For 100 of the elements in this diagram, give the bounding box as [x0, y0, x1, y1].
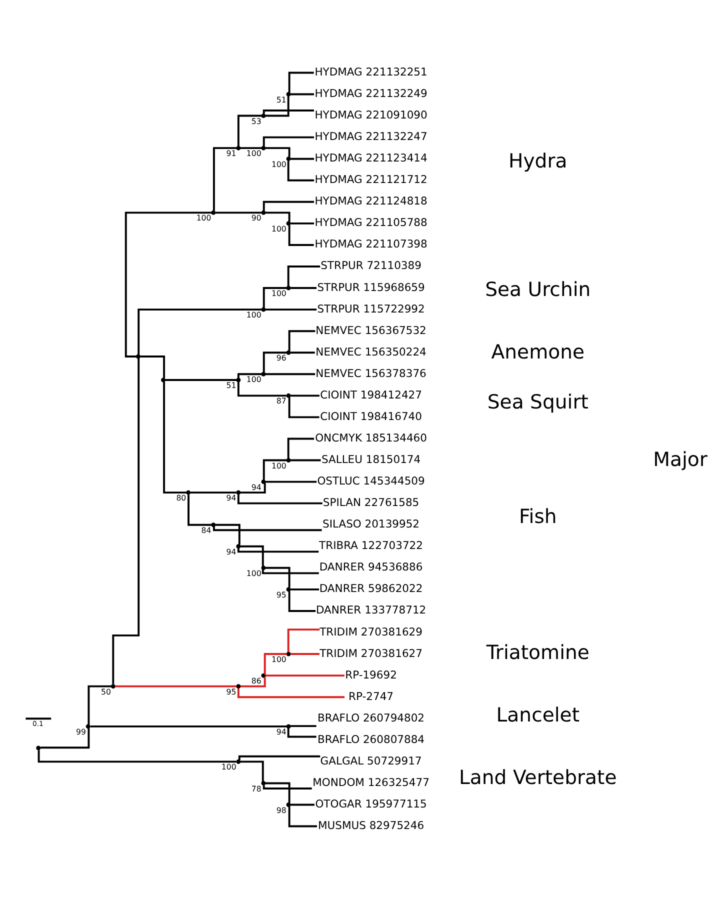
node-point	[261, 210, 266, 214]
node-point	[261, 479, 266, 484]
connector	[262, 286, 287, 308]
connector	[290, 394, 320, 396]
node-text: DANRER 59862022	[319, 582, 423, 595]
node-label: 100	[246, 310, 262, 320]
node-point	[261, 145, 266, 150]
node-label: 100	[221, 762, 236, 772]
node-point	[286, 92, 291, 96]
node-text: SALLEU 18150174	[321, 452, 421, 466]
node-text: HYDMAG 221123414	[314, 151, 428, 164]
node-point	[286, 802, 291, 806]
node-point	[261, 371, 266, 376]
connector	[240, 676, 266, 687]
node-point	[186, 490, 191, 494]
connector	[262, 136, 314, 146]
connector	[264, 652, 287, 674]
label: Triatomine	[486, 640, 590, 664]
connector	[262, 784, 312, 789]
node-point	[261, 306, 266, 312]
node-label: 100	[271, 159, 286, 168]
connector	[265, 308, 317, 310]
node-text: NEMVEC 156350224	[316, 344, 426, 358]
node-text: TRIBRA 122703722	[319, 538, 424, 552]
connector	[112, 358, 140, 684]
node-point	[236, 490, 241, 494]
connector	[290, 588, 320, 590]
connector	[240, 544, 264, 566]
node-label: 91	[226, 148, 236, 158]
node-text: HYDMAG 221132251	[314, 64, 428, 78]
node-text: STRPUR 115722992	[317, 302, 425, 315]
node-point	[261, 565, 266, 570]
connector	[215, 523, 240, 544]
connector	[38, 750, 236, 762]
node-label: 78	[251, 784, 262, 793]
node-text: DANRER 133778712	[316, 603, 426, 616]
connector	[237, 381, 286, 396]
connector	[240, 146, 262, 149]
node-text: MUSMUS 82975246	[318, 818, 424, 832]
node-text: NEMVEC 156367532	[316, 323, 426, 336]
connector	[265, 96, 290, 116]
node-label: 100	[271, 654, 286, 664]
node-label: 53	[251, 116, 262, 126]
node-text: OSTLUC 145344509	[317, 474, 425, 488]
node-label: 95	[276, 590, 286, 599]
node-point	[211, 210, 216, 214]
connector	[287, 160, 314, 181]
node-text: RP-2747	[348, 689, 394, 702]
node-text: HYDMAG 221132247	[314, 130, 428, 143]
node-label: 100	[271, 224, 286, 233]
node-label: 94	[226, 493, 236, 502]
node-label: 50	[101, 686, 111, 696]
node-text: CIOINT 198412427	[320, 388, 422, 401]
connector	[288, 330, 316, 350]
node-text: ONCMYK 185134460	[315, 430, 427, 444]
label: Sea Squirt	[487, 390, 588, 413]
node-point	[286, 350, 291, 354]
connector	[290, 803, 314, 806]
label: Hydra	[508, 149, 568, 172]
node-point	[236, 684, 241, 688]
node-point	[286, 458, 291, 462]
node-text: HYDMAG 221121712	[314, 172, 428, 186]
connector	[265, 372, 316, 375]
node-point	[86, 724, 90, 728]
node-label: 95	[226, 686, 236, 696]
node-text: HYDMAG 221091090	[314, 108, 428, 122]
node-label: 94	[276, 726, 286, 736]
node-point	[261, 113, 266, 118]
connector	[287, 437, 314, 458]
node-label: 100	[271, 288, 286, 298]
node-text: RP-19692	[345, 668, 397, 681]
connector	[90, 724, 287, 727]
connector	[140, 355, 166, 378]
connector	[212, 526, 322, 531]
node-point	[286, 392, 291, 398]
label: Fish	[518, 504, 557, 528]
node-label: 100	[246, 148, 262, 158]
node-text: OTOGAR 195977115	[315, 796, 427, 810]
connector	[138, 308, 262, 354]
node-text: TRIDIM 270381627	[320, 646, 422, 660]
node-point	[36, 745, 41, 750]
connector	[262, 351, 287, 372]
node-point	[286, 156, 291, 161]
node-point	[236, 758, 241, 764]
connector	[290, 157, 314, 160]
connector	[262, 569, 319, 574]
label: Anemone	[491, 340, 585, 363]
node-label: 94	[226, 546, 236, 556]
connector	[238, 754, 320, 760]
node-point	[286, 651, 291, 656]
connector	[114, 684, 237, 687]
node-text: SPILAN 22761585	[322, 496, 420, 509]
node-point	[236, 377, 241, 382]
connector	[88, 684, 112, 724]
connector	[237, 494, 322, 504]
connector	[290, 724, 316, 727]
node-point	[236, 544, 241, 548]
connector	[165, 378, 237, 380]
node-point	[211, 522, 216, 527]
node-label: 87	[276, 396, 286, 406]
